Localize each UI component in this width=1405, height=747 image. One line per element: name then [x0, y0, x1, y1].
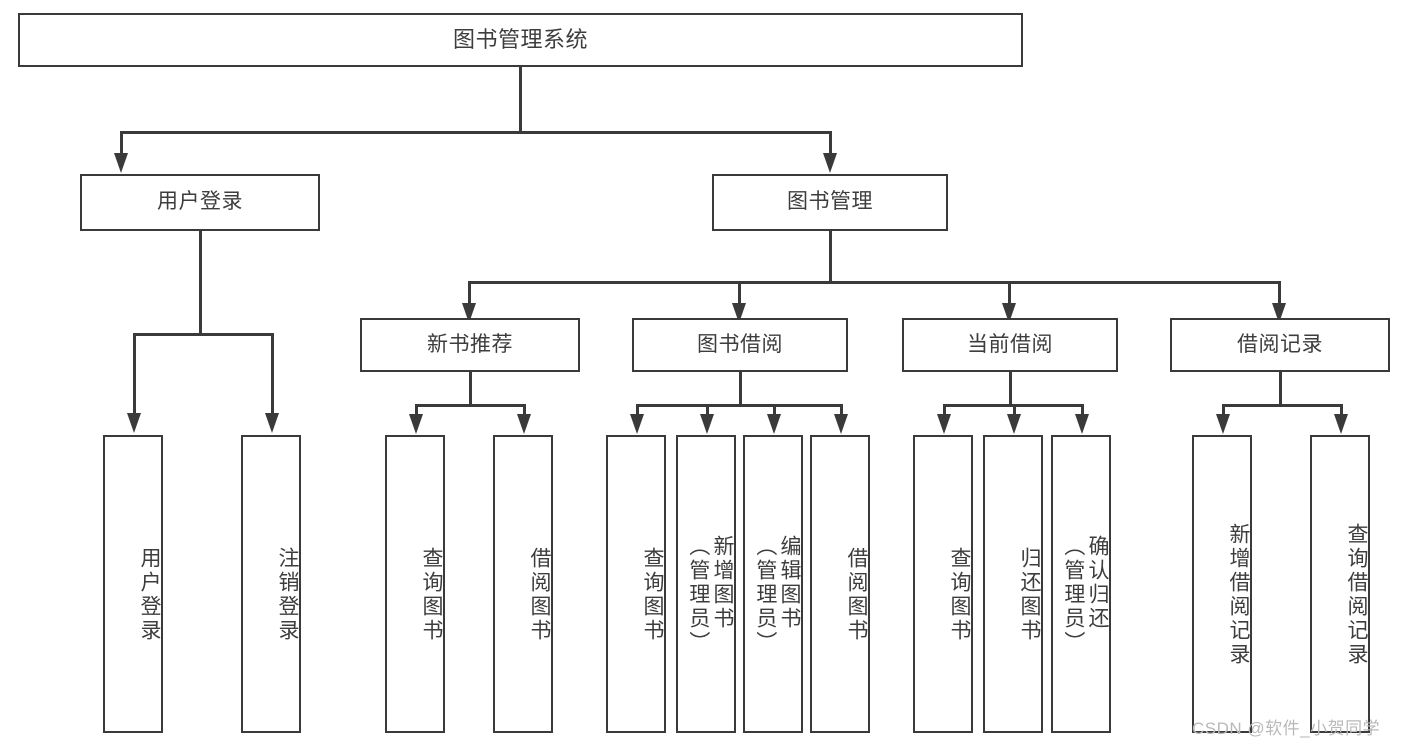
node-book-borrow: 图书借阅: [632, 318, 848, 372]
edge-root-stem: [519, 67, 522, 133]
arrow-current-borrow-leaf-3: [1075, 414, 1089, 434]
edge-book-mgmt-drop-2: [738, 281, 741, 305]
edge-new-book-bus: [415, 404, 525, 407]
leaf-book-borrow-query: 查询图书: [606, 435, 666, 733]
arrow-root-to-user-login: [114, 153, 128, 173]
node-label: 借阅记录: [1237, 332, 1323, 356]
node-label: 图书借阅: [697, 332, 783, 356]
edge-book-mgmt-drop-3: [1008, 281, 1011, 305]
edge-book-mgmt-drop-1: [468, 281, 471, 305]
leaf-borrow-record-query: 查询借阅记录: [1310, 435, 1370, 733]
edge-user-login-bus: [133, 333, 273, 336]
edge-book-borrow-drop-4: [840, 404, 843, 416]
leaf-new-book-borrow: 借阅图书: [493, 435, 553, 733]
edge-book-borrow-stem: [739, 372, 742, 406]
edge-borrow-record-bus: [1222, 404, 1342, 407]
arrow-user-login-leaf-2: [265, 413, 279, 433]
leaf-label: 查询图书: [641, 547, 664, 643]
leaf-book-borrow-borrow: 借阅图书: [810, 435, 870, 733]
leaf-current-borrow-return: 归还图书: [983, 435, 1043, 733]
leaf-label: 用户登录: [138, 547, 161, 643]
node-current-borrow: 当前借阅: [902, 318, 1118, 372]
arrow-book-borrow-leaf-3: [767, 414, 781, 434]
leaf-user-login-logout: 注销登录: [241, 435, 301, 733]
leaf-label: 编辑图书 （管理员）: [753, 535, 801, 655]
node-label: 新书推荐: [427, 332, 513, 356]
edge-book-borrow-bus: [636, 404, 842, 407]
arrow-new-book-leaf-1: [409, 414, 423, 434]
leaf-label: 借阅图书: [845, 547, 868, 643]
arrow-new-book-leaf-2: [517, 414, 531, 434]
edge-current-borrow-drop-2: [1013, 404, 1016, 416]
arrow-borrow-record-leaf-1: [1216, 414, 1230, 434]
edge-current-borrow-stem: [1009, 372, 1012, 406]
leaf-book-borrow-edit: 编辑图书 （管理员）: [743, 435, 803, 733]
leaf-label: 查询图书: [948, 547, 971, 643]
edge-current-borrow-drop-3: [1081, 404, 1084, 416]
leaf-borrow-record-add: 新增借阅记录: [1192, 435, 1252, 733]
leaf-label: 新增图书 （管理员）: [686, 535, 734, 655]
node-borrow-record: 借阅记录: [1170, 318, 1390, 372]
leaf-current-borrow-confirm: 确认归还 （管理员）: [1051, 435, 1111, 733]
arrow-book-borrow-leaf-1: [630, 414, 644, 434]
node-new-book-recommend: 新书推荐: [360, 318, 580, 372]
edge-current-borrow-drop-1: [943, 404, 946, 416]
edge-new-book-stem: [469, 372, 472, 406]
arrow-user-login-leaf-1: [127, 413, 141, 433]
node-label: 图书管理系统: [452, 27, 588, 53]
arrow-book-borrow-leaf-4: [834, 414, 848, 434]
leaf-label: 注销登录: [276, 547, 299, 643]
edge-book-borrow-drop-1: [636, 404, 639, 416]
leaf-new-book-query: 查询图书: [385, 435, 445, 733]
edge-root-to-book-mgmt: [829, 131, 832, 155]
node-label: 图书管理: [787, 190, 873, 214]
edge-book-borrow-drop-3: [773, 404, 776, 416]
edge-book-mgmt-stem: [829, 231, 832, 283]
edge-user-login-drop-1: [133, 333, 136, 415]
node-root-system: 图书管理系统: [18, 13, 1023, 67]
edge-book-mgmt-drop-4: [1278, 281, 1281, 305]
edge-root-bus: [120, 131, 831, 134]
arrow-current-borrow-leaf-2: [1007, 414, 1021, 434]
edge-book-borrow-drop-2: [706, 404, 709, 416]
arrow-root-to-book-mgmt: [823, 153, 837, 173]
leaf-label: 归还图书: [1018, 547, 1041, 643]
arrow-current-borrow-leaf-1: [937, 414, 951, 434]
edge-root-to-user-login: [120, 131, 123, 155]
watermark-text: CSDN @软件_小贺同学: [1192, 719, 1381, 738]
leaf-label: 查询借阅记录: [1345, 523, 1368, 667]
edge-borrow-record-drop-1: [1222, 404, 1225, 416]
edge-borrow-record-drop-2: [1340, 404, 1343, 416]
edge-borrow-record-stem: [1279, 372, 1282, 406]
edge-new-book-drop-1: [415, 404, 418, 416]
arrow-borrow-record-leaf-2: [1334, 414, 1348, 434]
arrow-book-borrow-leaf-2: [700, 414, 714, 434]
leaf-label: 借阅图书: [528, 547, 551, 643]
edge-new-book-drop-2: [523, 404, 526, 416]
leaf-book-borrow-add: 新增图书 （管理员）: [676, 435, 736, 733]
node-label: 当前借阅: [967, 332, 1053, 356]
leaf-label: 确认归还 （管理员）: [1061, 535, 1109, 655]
leaf-label: 新增借阅记录: [1227, 523, 1250, 667]
leaf-user-login-login: 用户登录: [103, 435, 163, 733]
node-label: 用户登录: [157, 190, 243, 214]
edge-user-login-drop-2: [271, 333, 274, 415]
leaf-label: 查询图书: [420, 547, 443, 643]
edge-user-login-stem: [199, 231, 202, 335]
node-book-management: 图书管理: [712, 174, 948, 231]
node-user-login: 用户登录: [80, 174, 320, 231]
edge-book-mgmt-bus: [468, 281, 1280, 284]
leaf-current-borrow-query: 查询图书: [913, 435, 973, 733]
